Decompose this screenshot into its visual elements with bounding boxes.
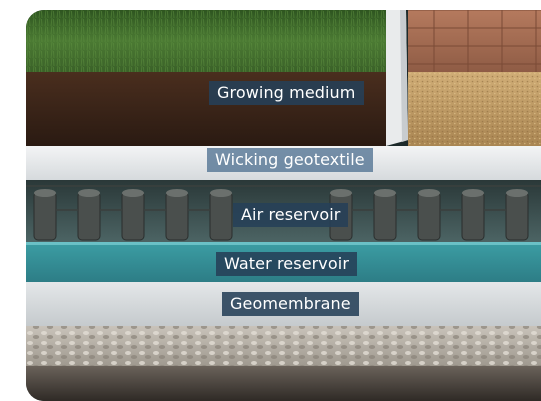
gravel-layer xyxy=(26,326,541,366)
paver-section xyxy=(408,10,541,146)
wicking-geotextile-label: Wicking geotextile xyxy=(207,148,373,172)
air-reservoir-label: Air reservoir xyxy=(233,203,349,227)
curb-edge xyxy=(386,10,408,146)
water-reservoir-label: Water reservoir xyxy=(216,252,357,276)
geomembrane-label: Geomembrane xyxy=(222,292,359,316)
growing-medium-label: Growing medium xyxy=(209,81,364,105)
layer-cross-section: Growing medium Wicking geotextile Air re… xyxy=(26,10,541,401)
growing-medium-layer xyxy=(26,10,386,146)
structural-base-layer xyxy=(26,366,541,401)
